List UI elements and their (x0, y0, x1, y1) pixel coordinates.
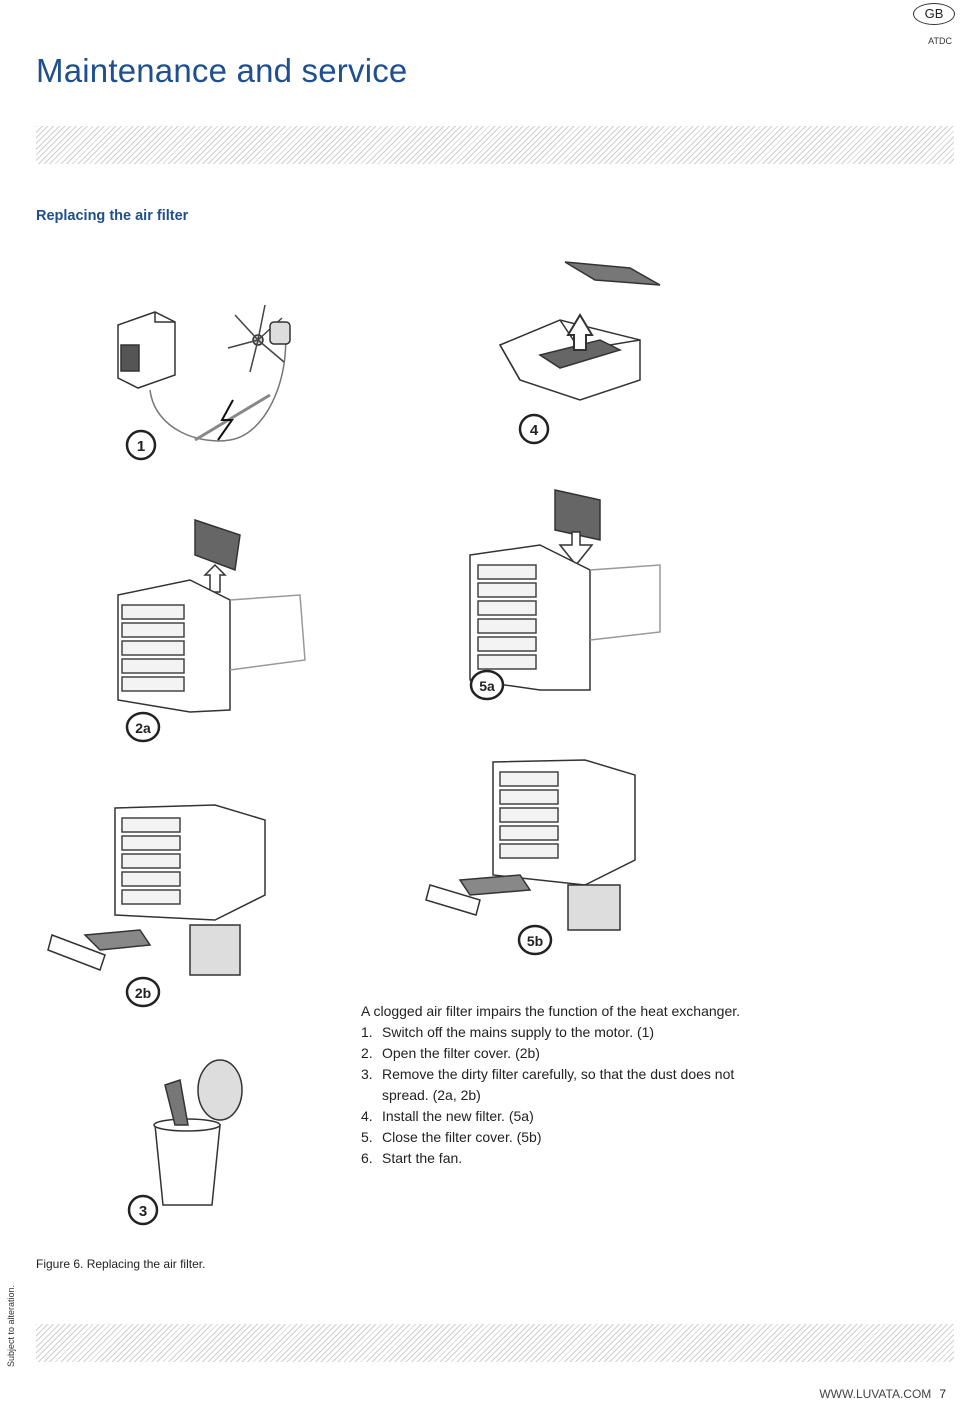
instruction-step: 3. Remove the dirty filter carefully, so … (361, 1064, 781, 1106)
page-title: Maintenance and service (36, 52, 408, 89)
instruction-step: 1. Switch off the mains supply to the mot… (361, 1022, 781, 1043)
step-label-3: 3 (139, 1203, 147, 1220)
step-badges (125, 413, 553, 1226)
unit-2b-illustration (47, 804, 266, 976)
step-text: Close the filter cover. (5b) (382, 1129, 542, 1145)
instruction-step: 2. Open the filter cover. (2b) (361, 1043, 781, 1064)
filter-box-illustration (498, 261, 661, 401)
power-off-icon (194, 393, 271, 442)
waste-bin-illustration (153, 1059, 243, 1206)
step-badge-labels: 1 4 2a 5a 2b 5b 3 (135, 422, 543, 1220)
instruction-step: 5. Close the filter cover. (5b) (361, 1127, 781, 1148)
instructions-steps: 1. Switch off the mains supply to the mot… (361, 1022, 781, 1169)
step-label-2a: 2a (135, 720, 151, 736)
instructions-intro: A clogged air filter impairs the functio… (361, 1003, 741, 1019)
unit-5b-illustration (425, 759, 636, 931)
instruction-step: 4. Install the new filter. (5a) (361, 1106, 781, 1127)
bottom-hatch-band (36, 1324, 954, 1362)
step-text: Open the filter cover. (2b) (382, 1045, 540, 1061)
page-number: 7 (939, 1387, 946, 1401)
page-footer: WWW.LUVATA.COM 7 (819, 1387, 946, 1401)
step-text: Install the new filter. (5a) (382, 1108, 534, 1124)
instruction-step: 6. Start the fan. (361, 1148, 781, 1169)
step-text: Remove the dirty filter carefully, so th… (382, 1066, 735, 1103)
top-hatch-band (36, 126, 954, 164)
step-number: 2. (361, 1045, 373, 1061)
step-text: Switch off the mains supply to the motor… (382, 1024, 655, 1040)
step-label-5a: 5a (479, 678, 495, 694)
document-code: ATDC (928, 36, 952, 46)
website-link[interactable]: WWW.LUVATA.COM (819, 1387, 932, 1401)
step-label-2b: 2b (135, 985, 151, 1001)
step-number: 1. (361, 1024, 373, 1040)
figure-caption: Figure 6. Replacing the air filter. (36, 1257, 206, 1271)
step-number: 6. (361, 1150, 373, 1166)
fan-illustration (227, 304, 291, 373)
section-heading: Replacing the air filter (36, 208, 189, 224)
isolator-switch-illustration (117, 311, 287, 442)
step-text: Start the fan. (382, 1150, 463, 1166)
unit-2a-illustration (117, 518, 306, 713)
step-label-5b: 5b (527, 933, 543, 949)
language-badge: GB (913, 3, 955, 25)
step-number: 5. (361, 1129, 373, 1145)
instructions-text: A clogged air filter impairs the functio… (361, 1001, 781, 1169)
step-label-1: 1 (137, 438, 145, 455)
side-note: Subject to alteration. (6, 1284, 16, 1368)
unit-5a-illustration (469, 489, 661, 691)
step-number: 3. (361, 1066, 373, 1082)
step-label-4: 4 (530, 422, 539, 439)
step-number: 4. (361, 1108, 373, 1124)
